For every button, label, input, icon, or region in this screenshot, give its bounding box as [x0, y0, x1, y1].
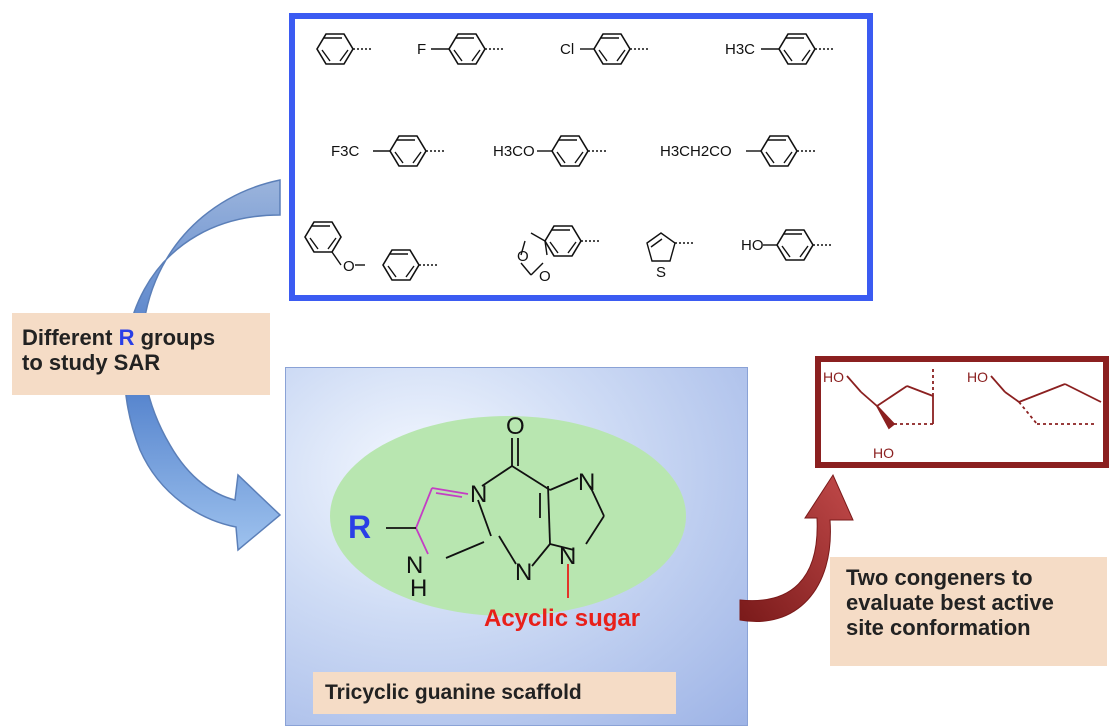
- sub-hydroxy: HO: [741, 237, 764, 254]
- scaffold-panel: O N N N N N H R Acyclic sugar: [285, 367, 748, 726]
- atom-nh-n: N: [406, 552, 423, 579]
- scaffold-title: Tricyclic guanine scaffold: [313, 672, 676, 714]
- congeners-box: HO HO HO: [815, 356, 1109, 468]
- r-groups-box: F Cl H3C F3C H3CO H3CH2CO O HO S O O: [289, 13, 873, 301]
- sub-chloro: Cl: [560, 41, 574, 58]
- congener-structures: HO HO HO: [823, 368, 1102, 461]
- ho-label-b: HO: [873, 445, 894, 461]
- atom-n-right: N: [559, 543, 576, 570]
- atom-n-top: N: [578, 469, 595, 496]
- red-curved-arrow: [739, 473, 854, 622]
- sub-dioxole-o1: O: [517, 248, 529, 265]
- sub-methyl: H3C: [725, 41, 755, 58]
- acyclic-sugar-label: Acyclic sugar: [484, 605, 640, 632]
- sub-ether-oxygen: O: [343, 258, 355, 275]
- r-groups-structures: F Cl H3C F3C H3CO H3CH2CO O HO S O O: [304, 33, 835, 285]
- atom-n-bottom: N: [515, 559, 532, 586]
- guanine-structure: O N N N N N H R Acyclic sugar: [330, 413, 686, 632]
- sub-trifluoromethyl: F3C: [331, 143, 360, 160]
- scaffold-r-label: R: [348, 509, 371, 545]
- atom-n-bridge: N: [470, 481, 487, 508]
- sub-thiophene-s: S: [656, 264, 666, 281]
- ho-label-a: HO: [823, 369, 844, 385]
- sub-dioxole-o2: O: [539, 268, 551, 285]
- sub-methoxy: H3CO: [493, 143, 535, 160]
- sar-label: Different R groups to study SAR: [12, 313, 270, 395]
- highlight-ellipse: [330, 416, 686, 616]
- sub-ethoxy: H3CH2CO: [660, 143, 732, 160]
- ho-label-c: HO: [967, 369, 988, 385]
- blue-curved-arrow: [123, 179, 282, 552]
- atom-nh-h: H: [410, 575, 427, 602]
- atom-o: O: [506, 413, 525, 440]
- congeners-label: Two congeners to evaluate best active si…: [830, 557, 1107, 666]
- sub-fluoro: F: [417, 41, 426, 58]
